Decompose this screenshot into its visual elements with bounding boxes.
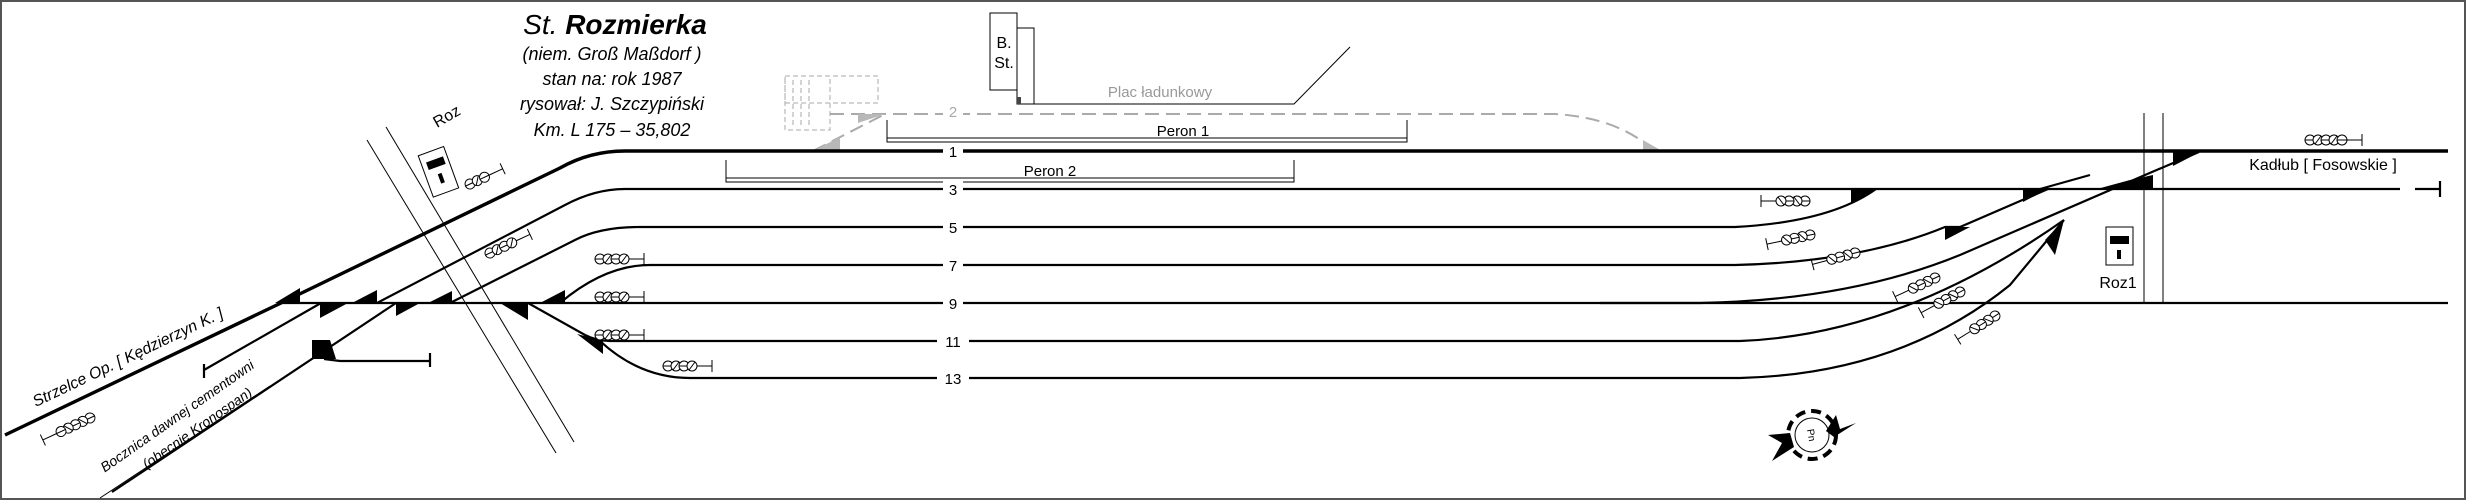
disused-switch [858,114,885,123]
station-title: St. Rozmierka [523,9,707,40]
disused-building-wing [784,75,831,131]
track-5 [449,188,1877,304]
svg-text:B.: B. [996,35,1011,52]
svg-text:Peron 2: Peron 2 [1024,163,1077,180]
platform-2: Peron 2 [725,160,1295,183]
crossing-box-icon [417,145,460,198]
track-number: 5 [949,220,957,237]
svg-text:Pn: Pn [1804,428,1817,442]
kilometer: Km. L 175 – 35,802 [534,120,691,140]
svg-text:Roz1: Roz1 [2099,275,2136,292]
author: rysował: J. Szczypiński [520,94,705,114]
direction-right-label: Kadłub [ Fosowskie ] [2249,157,2397,174]
siding-branch [323,353,432,367]
disused-switch [1643,140,1662,151]
signal-icon [464,163,506,190]
loading-area-outline [1034,46,1351,105]
disused-switch [813,137,840,151]
track-number: 3 [949,182,957,199]
signal-icon [1760,195,1811,207]
signal-icon [2304,134,2363,146]
track-9-east [1600,150,2200,305]
signal-icon [39,412,96,446]
siding-stub [202,302,322,378]
disused-structures [784,75,1662,153]
svg-text:Peron 1: Peron 1 [1157,123,1210,140]
crossing-box-icon [2105,226,2134,266]
track-number: 11 [945,334,961,351]
title-block: St. Rozmierka (niem. Groß Maßdorf ) stan… [520,9,707,140]
signal-icon [1810,247,1861,271]
signal-icon [1917,286,1966,319]
german-name: (niem. Groß Maßdorf ) [522,44,701,64]
track-numbers: 2 1 3 5 7 9 11 13 [937,104,969,388]
signal-icon [1892,272,1941,303]
track-3 [376,181,2442,304]
siding-cement-works [111,302,397,493]
platform-1: Peron 1 [886,120,1408,143]
signal-icon [662,360,713,372]
track-number: 1 [949,144,957,161]
siding-label-underline [99,385,271,499]
track-number: 13 [945,371,962,388]
signal-icon [484,228,533,259]
track-7 [559,187,2049,304]
signal-icon [594,253,645,265]
signal-icon [1954,310,2001,345]
track-number: 9 [949,296,957,313]
road-crossing-right: Roz1 [2099,113,2164,303]
svg-text:St.: St. [994,55,1014,72]
compass-icon: Pn [1768,409,1856,461]
signals [39,134,2363,446]
track-1 [4,149,2448,437]
track-number: 7 [949,258,957,275]
signal-icon [1765,229,1816,251]
track-number: 2 [949,104,957,121]
state-year: stan na: rok 1987 [542,69,682,89]
track-connector [2039,173,2091,191]
signal-icon [594,329,645,341]
signal-icon [594,291,645,303]
station-building: B. St. [989,12,1035,105]
switches [275,152,2200,359]
loading-area-label: Plac ładunkowy [1108,84,1213,101]
track-13 [599,219,2065,380]
